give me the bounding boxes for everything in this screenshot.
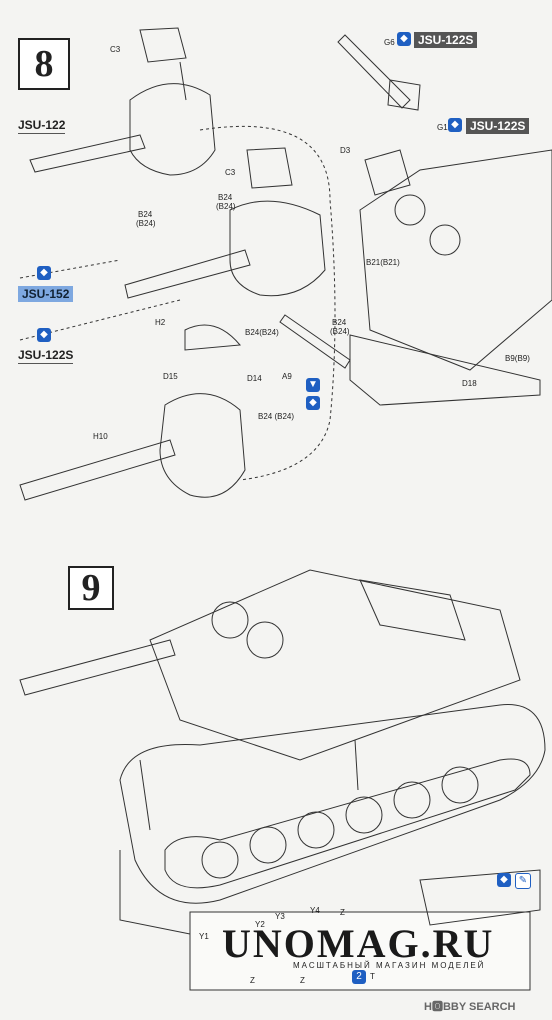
part-label: A9: [282, 372, 292, 381]
part-label: G1: [437, 123, 448, 132]
variant-label-jsu-122s: JSU-122S: [18, 348, 74, 364]
part-label: C3: [225, 168, 236, 177]
part-label: Z: [250, 976, 255, 985]
part-label: H2: [155, 318, 166, 327]
watermark-title: UNOMAG.RU: [222, 921, 495, 966]
part-label: B24: [138, 210, 153, 219]
jsu-122s-marker-icon: ◆: [37, 328, 51, 342]
variant-label-jsu-152: JSU-152: [18, 286, 74, 302]
part-label: Y1: [199, 932, 209, 941]
part-label: B24: [218, 193, 233, 202]
part-label: D15: [163, 372, 178, 381]
g6-marker-icon: ◆: [397, 32, 411, 46]
part-label: T: [370, 972, 375, 981]
part-label: Y3: [275, 912, 285, 921]
part-label: Z: [300, 976, 305, 985]
watermark-subtitle: МАСШТАБНЫЙ МАГАЗИН МОДЕЛЕЙ: [293, 961, 486, 970]
paint-marker-icon: ◆: [306, 396, 320, 410]
part-label: Y2: [255, 920, 265, 929]
part-label: (B24): [216, 202, 236, 211]
part-label: B24: [332, 318, 347, 327]
part-label: (B24): [330, 327, 350, 336]
part-label: Y4: [310, 906, 320, 915]
variant-marker-icon: ◆: [497, 873, 511, 887]
step-number-9: 9: [68, 566, 114, 610]
part-label: B24 (B24): [258, 412, 295, 421]
step-2-marker-icon: 2: [352, 970, 366, 984]
part-label: D14: [247, 374, 262, 383]
brand-logo: H🅾BBY SEARCH: [424, 1001, 516, 1013]
part-label: (B24): [136, 219, 156, 228]
part-label: C3: [110, 45, 121, 54]
variant-label-jsu-122: JSU-122: [18, 118, 66, 134]
variant-tag-g6: JSU-122S: [414, 32, 478, 48]
part-label: D18: [462, 379, 477, 388]
part-label: D3: [340, 146, 351, 155]
glue-icon: ▼: [306, 378, 320, 392]
part-label: Z: [340, 908, 345, 917]
part-label: B9(B9): [505, 354, 530, 363]
part-label: H10: [93, 432, 108, 441]
jsu-152-marker-icon: ◆: [37, 266, 51, 280]
part-label: G6: [384, 38, 395, 47]
part-label: B24(B24): [245, 328, 279, 337]
brush-icon: ✎: [515, 873, 531, 889]
g1-marker-icon: ◆: [448, 118, 462, 132]
variant-tag-g1: JSU-122S: [466, 118, 530, 134]
part-label: B21(B21): [366, 258, 400, 267]
step-number-8: 8: [18, 38, 70, 90]
